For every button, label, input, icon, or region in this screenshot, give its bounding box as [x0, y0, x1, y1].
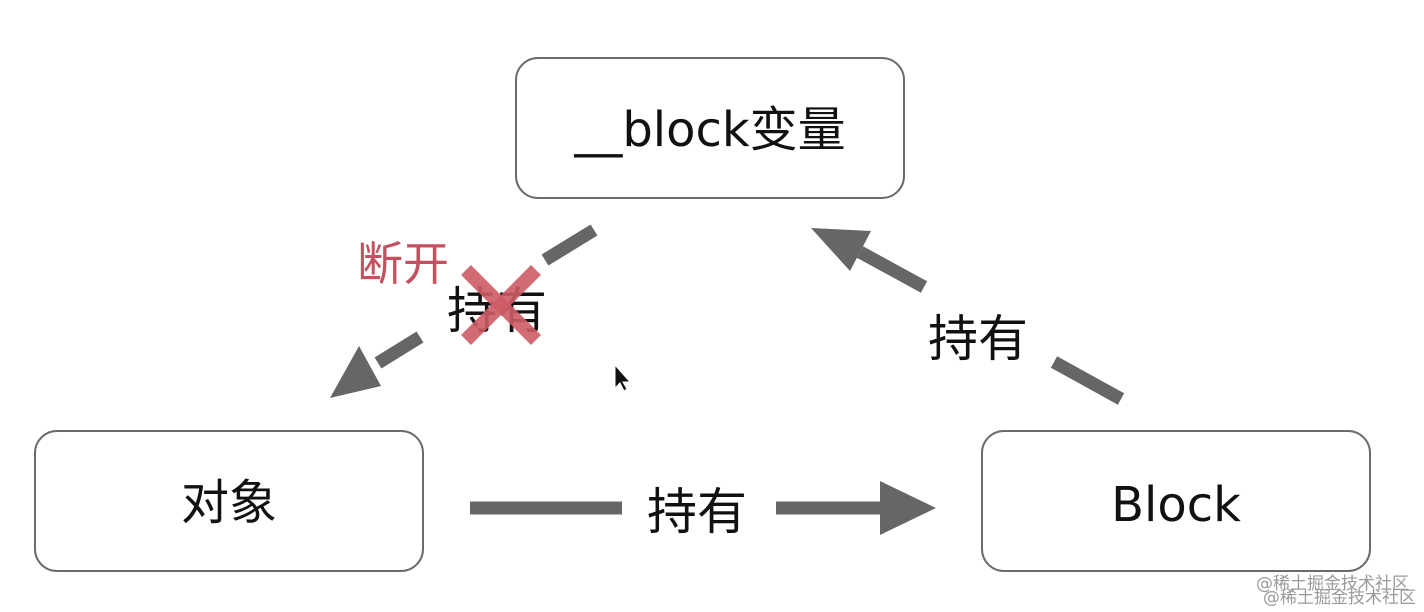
edge-object-to-block-label: 持有 [647, 483, 747, 541]
edge-blockvar-to-object-arrowhead [330, 346, 381, 398]
edge-object-to-block-arrowhead [880, 481, 936, 535]
node-block-variable-box [515, 57, 905, 199]
edge-block-to-blockvar-line-lower [1050, 356, 1125, 405]
edge-block-to-blockvar: 持有 [811, 228, 1125, 405]
edge-block-to-blockvar-arrowhead [811, 228, 871, 271]
break-cross-stroke-b [461, 265, 541, 345]
edge-blockvar-to-object-line-upper [541, 224, 598, 266]
node-block-label: Block [1111, 477, 1241, 533]
break-status-label: 断开 [357, 237, 449, 291]
node-block-box [981, 430, 1371, 572]
node-block-variable-label: __block变量 [573, 102, 845, 158]
break-cross-icon [461, 265, 541, 345]
edge-blockvar-to-object: 持有 断开 [330, 224, 598, 398]
node-object: 对象 [34, 430, 424, 572]
node-object-label: 对象 [181, 475, 277, 531]
watermark: @稀土掘金技术社区 @稀土掘金技术社区 [1256, 574, 1416, 608]
watermark-line-2: @稀土掘金技术社区 [1263, 588, 1416, 608]
node-object-box [34, 430, 424, 572]
edge-block-to-blockvar-label: 持有 [928, 310, 1028, 368]
watermark-line-1: @稀土掘金技术社区 [1256, 574, 1409, 594]
edge-block-to-blockvar-line-upper [856, 246, 928, 293]
edge-blockvar-to-object-line-lower [374, 331, 424, 369]
mouse-cursor-icon [614, 363, 632, 392]
node-block-variable: __block变量 [515, 57, 905, 199]
edge-object-to-block: 持有 [470, 481, 936, 541]
node-block: Block [981, 430, 1371, 572]
